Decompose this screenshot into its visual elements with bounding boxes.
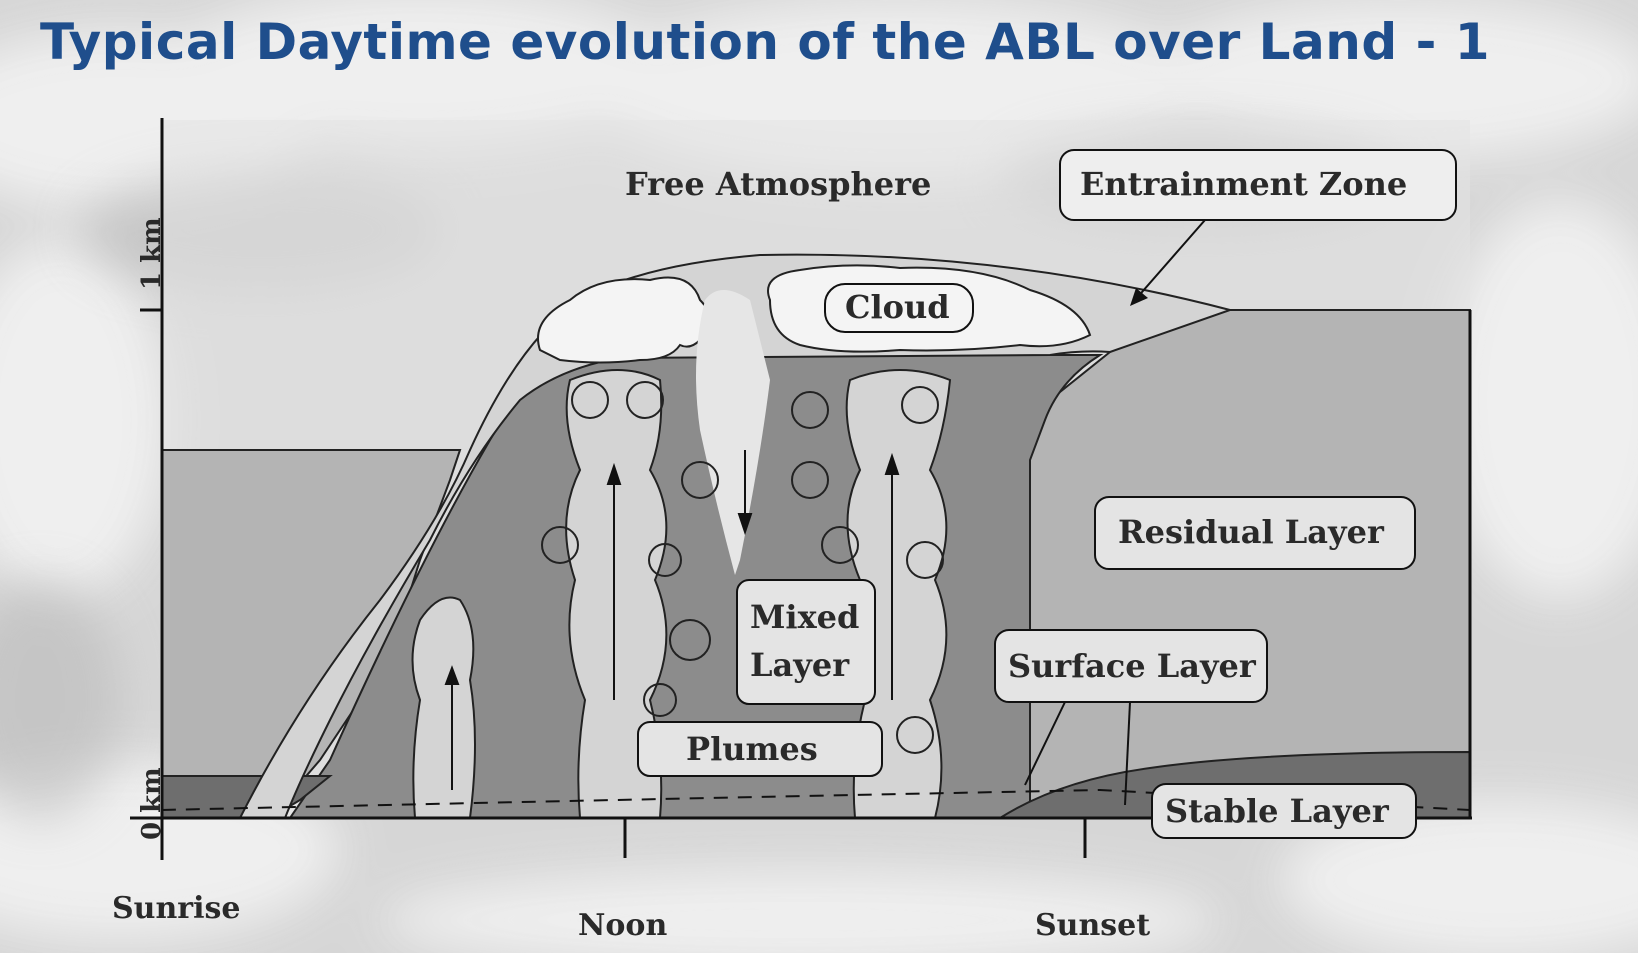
x-tick-sunrise: Sunrise: [112, 891, 240, 926]
x-tick-noon: Noon: [578, 908, 667, 943]
entrainment-zone-label: Entrainment Zone: [1080, 165, 1407, 203]
plume-left: [413, 598, 476, 819]
mixed-layer-label-line1: Mixed: [750, 598, 859, 636]
x-tick-sunset: Sunset: [1035, 908, 1150, 943]
free-atmosphere-label: Free Atmosphere: [625, 165, 931, 203]
plumes-label: Plumes: [686, 730, 818, 768]
surface-layer-label: Surface Layer: [1008, 647, 1257, 685]
y-axis-bottom-label: 0 km: [137, 767, 167, 840]
y-axis-top-label: 1 km: [137, 217, 167, 290]
cloud-label: Cloud: [845, 288, 950, 326]
mixed-layer-label-line2: Layer: [750, 646, 850, 684]
stable-layer-label: Stable Layer: [1165, 792, 1390, 830]
residual-layer-label: Residual Layer: [1118, 513, 1385, 551]
